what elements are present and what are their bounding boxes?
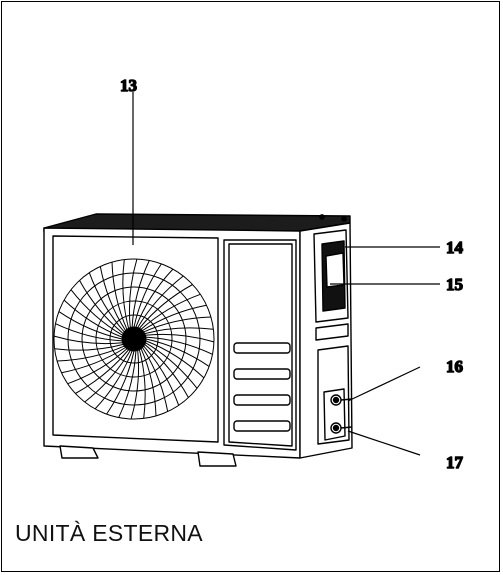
fan-ring [109,314,159,364]
fan-spoke [144,327,214,335]
fan-spoke [137,275,184,328]
fan-ring [67,272,201,406]
fan-spoke [135,268,174,328]
callout-14: 14 [446,238,464,257]
callout-15: 15 [446,275,463,294]
fan-spoke [84,350,131,403]
fan-spoke [145,340,205,379]
fan-panel [52,235,219,443]
fan-spoke [138,349,146,419]
fan-spoke [111,262,128,330]
fan-spoke [55,323,123,342]
fan-spoke [106,350,135,415]
fan-spoke [61,347,126,374]
fan-spoke [128,258,138,328]
callout-17: 17 [446,453,464,472]
fan-spoke [54,343,124,351]
fan-ring [95,300,173,378]
fan-spoke [131,260,150,328]
fan-spoke [143,316,211,333]
fan-spoke [67,348,128,385]
fan-spoke [130,350,140,420]
fan-spoke [133,263,162,328]
fan-spoke [88,272,125,333]
electrical-cover [313,229,349,341]
fan-spoke [118,350,137,418]
callout-13: 13 [120,76,137,95]
fan-spoke [99,266,126,331]
fan-ring [53,258,215,420]
fan-spoke [75,349,129,394]
fan-spoke [145,336,213,355]
fan-spoke [145,338,210,367]
fan-spoke [142,304,207,331]
vent-slots [233,342,291,432]
fan-grille [53,258,215,420]
fan-spoke [94,350,133,410]
fan-spoke [139,284,193,329]
fan-spoke [140,293,201,330]
fan-spoke [145,333,215,343]
fan-spoke [53,335,123,345]
figure-caption: UNITÀ ESTERNA [15,520,203,546]
leader-lines [132,92,440,456]
fan-spoke [58,311,123,340]
callout-16: 16 [446,357,463,376]
fan-spoke [140,348,157,416]
fan-spoke [142,347,169,412]
fan-spoke [144,344,189,398]
fan-spoke [143,345,180,406]
fan-spoke [57,345,125,362]
fan-spoke [145,342,198,389]
valve-panel [317,345,353,445]
foot-right [197,451,237,467]
foot-left [59,445,99,459]
fan-ring [81,286,187,392]
fan-spoke [122,259,130,329]
fan-spoke [70,289,123,336]
fan-spoke [79,280,124,334]
fan-spoke [63,299,123,338]
